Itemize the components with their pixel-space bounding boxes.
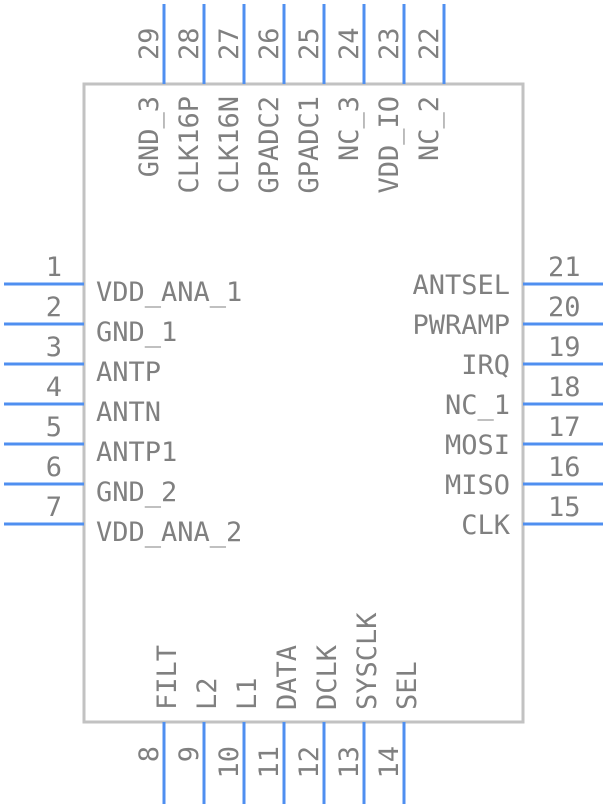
pin-15-number: 15 bbox=[548, 492, 581, 523]
pin-6-label: GND_2 bbox=[96, 477, 177, 508]
pin-21-label: ANTSEL bbox=[412, 270, 510, 301]
pin-11-label: DATA bbox=[272, 645, 303, 710]
pin-22-label: NC_2 bbox=[414, 96, 445, 161]
pin-5-number: 5 bbox=[46, 412, 62, 443]
pin-15-label: CLK bbox=[461, 510, 511, 541]
pin-24-label: NC_3 bbox=[334, 96, 365, 161]
pin-17-number: 17 bbox=[548, 412, 581, 443]
pin-2-label: GND_1 bbox=[96, 317, 177, 348]
pin-20-number: 20 bbox=[548, 292, 581, 323]
pin-5-label: ANTP1 bbox=[96, 437, 177, 468]
pin-18-label: NC_1 bbox=[445, 390, 510, 421]
pin-3-number: 3 bbox=[46, 332, 62, 363]
pin-3-label: ANTP bbox=[96, 357, 161, 388]
pin-26-number: 26 bbox=[254, 27, 285, 60]
pin-24-number: 24 bbox=[334, 27, 365, 60]
pin-9-label: L2 bbox=[192, 677, 223, 710]
pin-20-label: PWRAMP bbox=[412, 310, 510, 341]
pins-layer: 1VDD_ANA_12GND_13ANTP4ANTN5ANTP16GND_27V… bbox=[4, 4, 603, 804]
pin-9-number: 9 bbox=[174, 746, 205, 762]
pin-16-number: 16 bbox=[548, 452, 581, 483]
pin-13-label: SYSCLK bbox=[352, 612, 383, 710]
pin-25-label: GPADC1 bbox=[294, 96, 325, 194]
pin-28-label: CLK16P bbox=[174, 96, 205, 194]
pin-23-label: VDD_IO bbox=[374, 96, 405, 194]
pin-8-number: 8 bbox=[134, 746, 165, 762]
pin-1-number: 1 bbox=[46, 252, 62, 283]
pin-26-label: GPADC2 bbox=[254, 96, 285, 194]
pin-18-number: 18 bbox=[548, 372, 581, 403]
pin-11-number: 11 bbox=[254, 746, 285, 779]
pin-16-label: MISO bbox=[445, 470, 510, 501]
pin-6-number: 6 bbox=[46, 452, 62, 483]
pin-4-number: 4 bbox=[46, 372, 62, 403]
pin-12-number: 12 bbox=[294, 746, 325, 779]
pin-4-label: ANTN bbox=[96, 397, 161, 428]
ic-body bbox=[82, 82, 525, 724]
pin-12-label: DCLK bbox=[312, 644, 343, 710]
pin-2-number: 2 bbox=[46, 292, 62, 323]
pin-23-number: 23 bbox=[374, 27, 405, 60]
pin-21-number: 21 bbox=[548, 252, 581, 283]
pin-7-number: 7 bbox=[46, 492, 62, 523]
pin-19-label: IRQ bbox=[461, 350, 510, 381]
pin-10-label: L1 bbox=[232, 677, 263, 710]
pin-14-label: SEL bbox=[392, 661, 423, 710]
pin-25-number: 25 bbox=[294, 27, 325, 60]
pin-14-number: 14 bbox=[374, 746, 405, 779]
pin-19-number: 19 bbox=[548, 332, 581, 363]
pin-27-number: 27 bbox=[214, 27, 245, 60]
pin-7-label: VDD_ANA_2 bbox=[96, 517, 242, 548]
pin-8-label: FILT bbox=[152, 645, 183, 710]
pin-10-number: 10 bbox=[214, 746, 245, 779]
pin-17-label: MOSI bbox=[445, 430, 510, 461]
pin-29-label: GND_3 bbox=[134, 96, 165, 177]
pin-28-number: 28 bbox=[174, 27, 205, 60]
pin-1-label: VDD_ANA_1 bbox=[96, 277, 242, 308]
pin-29-number: 29 bbox=[134, 27, 165, 60]
pin-27-label: CLK16N bbox=[214, 96, 245, 194]
pin-22-number: 22 bbox=[414, 27, 445, 60]
pin-13-number: 13 bbox=[334, 746, 365, 779]
